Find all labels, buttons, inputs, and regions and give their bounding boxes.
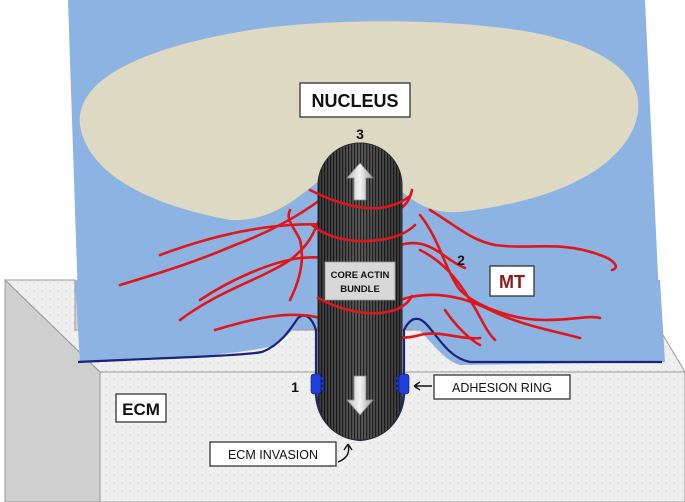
nucleus	[79, 21, 639, 221]
adhesion-ring-label-text: ADHESION RING	[452, 381, 552, 395]
marker-2: 2	[457, 252, 465, 268]
adhesion-ring-pointer	[413, 381, 432, 391]
marker-1: 1	[291, 379, 299, 395]
up-arrow	[346, 162, 374, 201]
adhesion-ring	[310, 373, 410, 395]
down-arrow	[346, 375, 374, 416]
ecm-label: ECM	[115, 393, 167, 423]
core-actin-bundle-label-line2: BUNDLE	[340, 284, 380, 295]
mt-label: MT	[489, 265, 535, 297]
core-actin-bundle-label: CORE ACTIN BUNDLE	[324, 261, 396, 301]
ecm-invasion-label-text: ECM INVASION	[228, 448, 318, 462]
nucleus-label: NUCLEUS	[299, 82, 411, 118]
core-actin-bundle-label-line1: CORE ACTIN	[331, 270, 390, 281]
mt-label-text: MT	[499, 272, 525, 292]
nucleus-label-text: NUCLEUS	[311, 91, 398, 111]
microtubules-front	[308, 188, 417, 315]
ecm-label-text: ECM	[122, 400, 160, 419]
marker-3: 3	[356, 126, 364, 142]
ecm-invasion-label: ECM INVASION	[209, 441, 337, 467]
adhesion-ring-label: ADHESION RING	[433, 374, 571, 400]
ecm-invasion-pointer	[337, 443, 353, 463]
